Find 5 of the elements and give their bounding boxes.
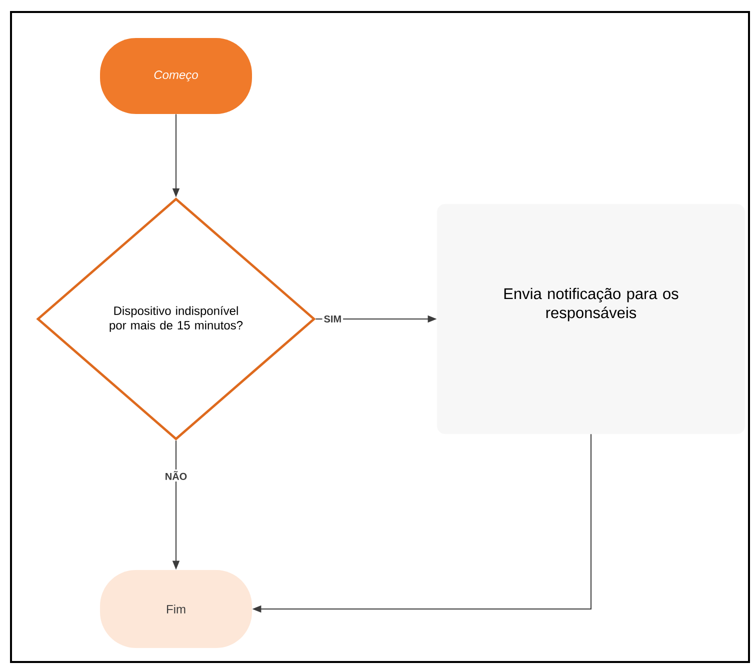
process-box: Envia notificação para os responsáveis <box>437 204 745 434</box>
start-terminal: Começo <box>100 38 252 114</box>
end-terminal: Fim <box>100 570 252 648</box>
edge-label: NÃO <box>163 469 189 482</box>
edge-label: SIM <box>322 314 344 324</box>
